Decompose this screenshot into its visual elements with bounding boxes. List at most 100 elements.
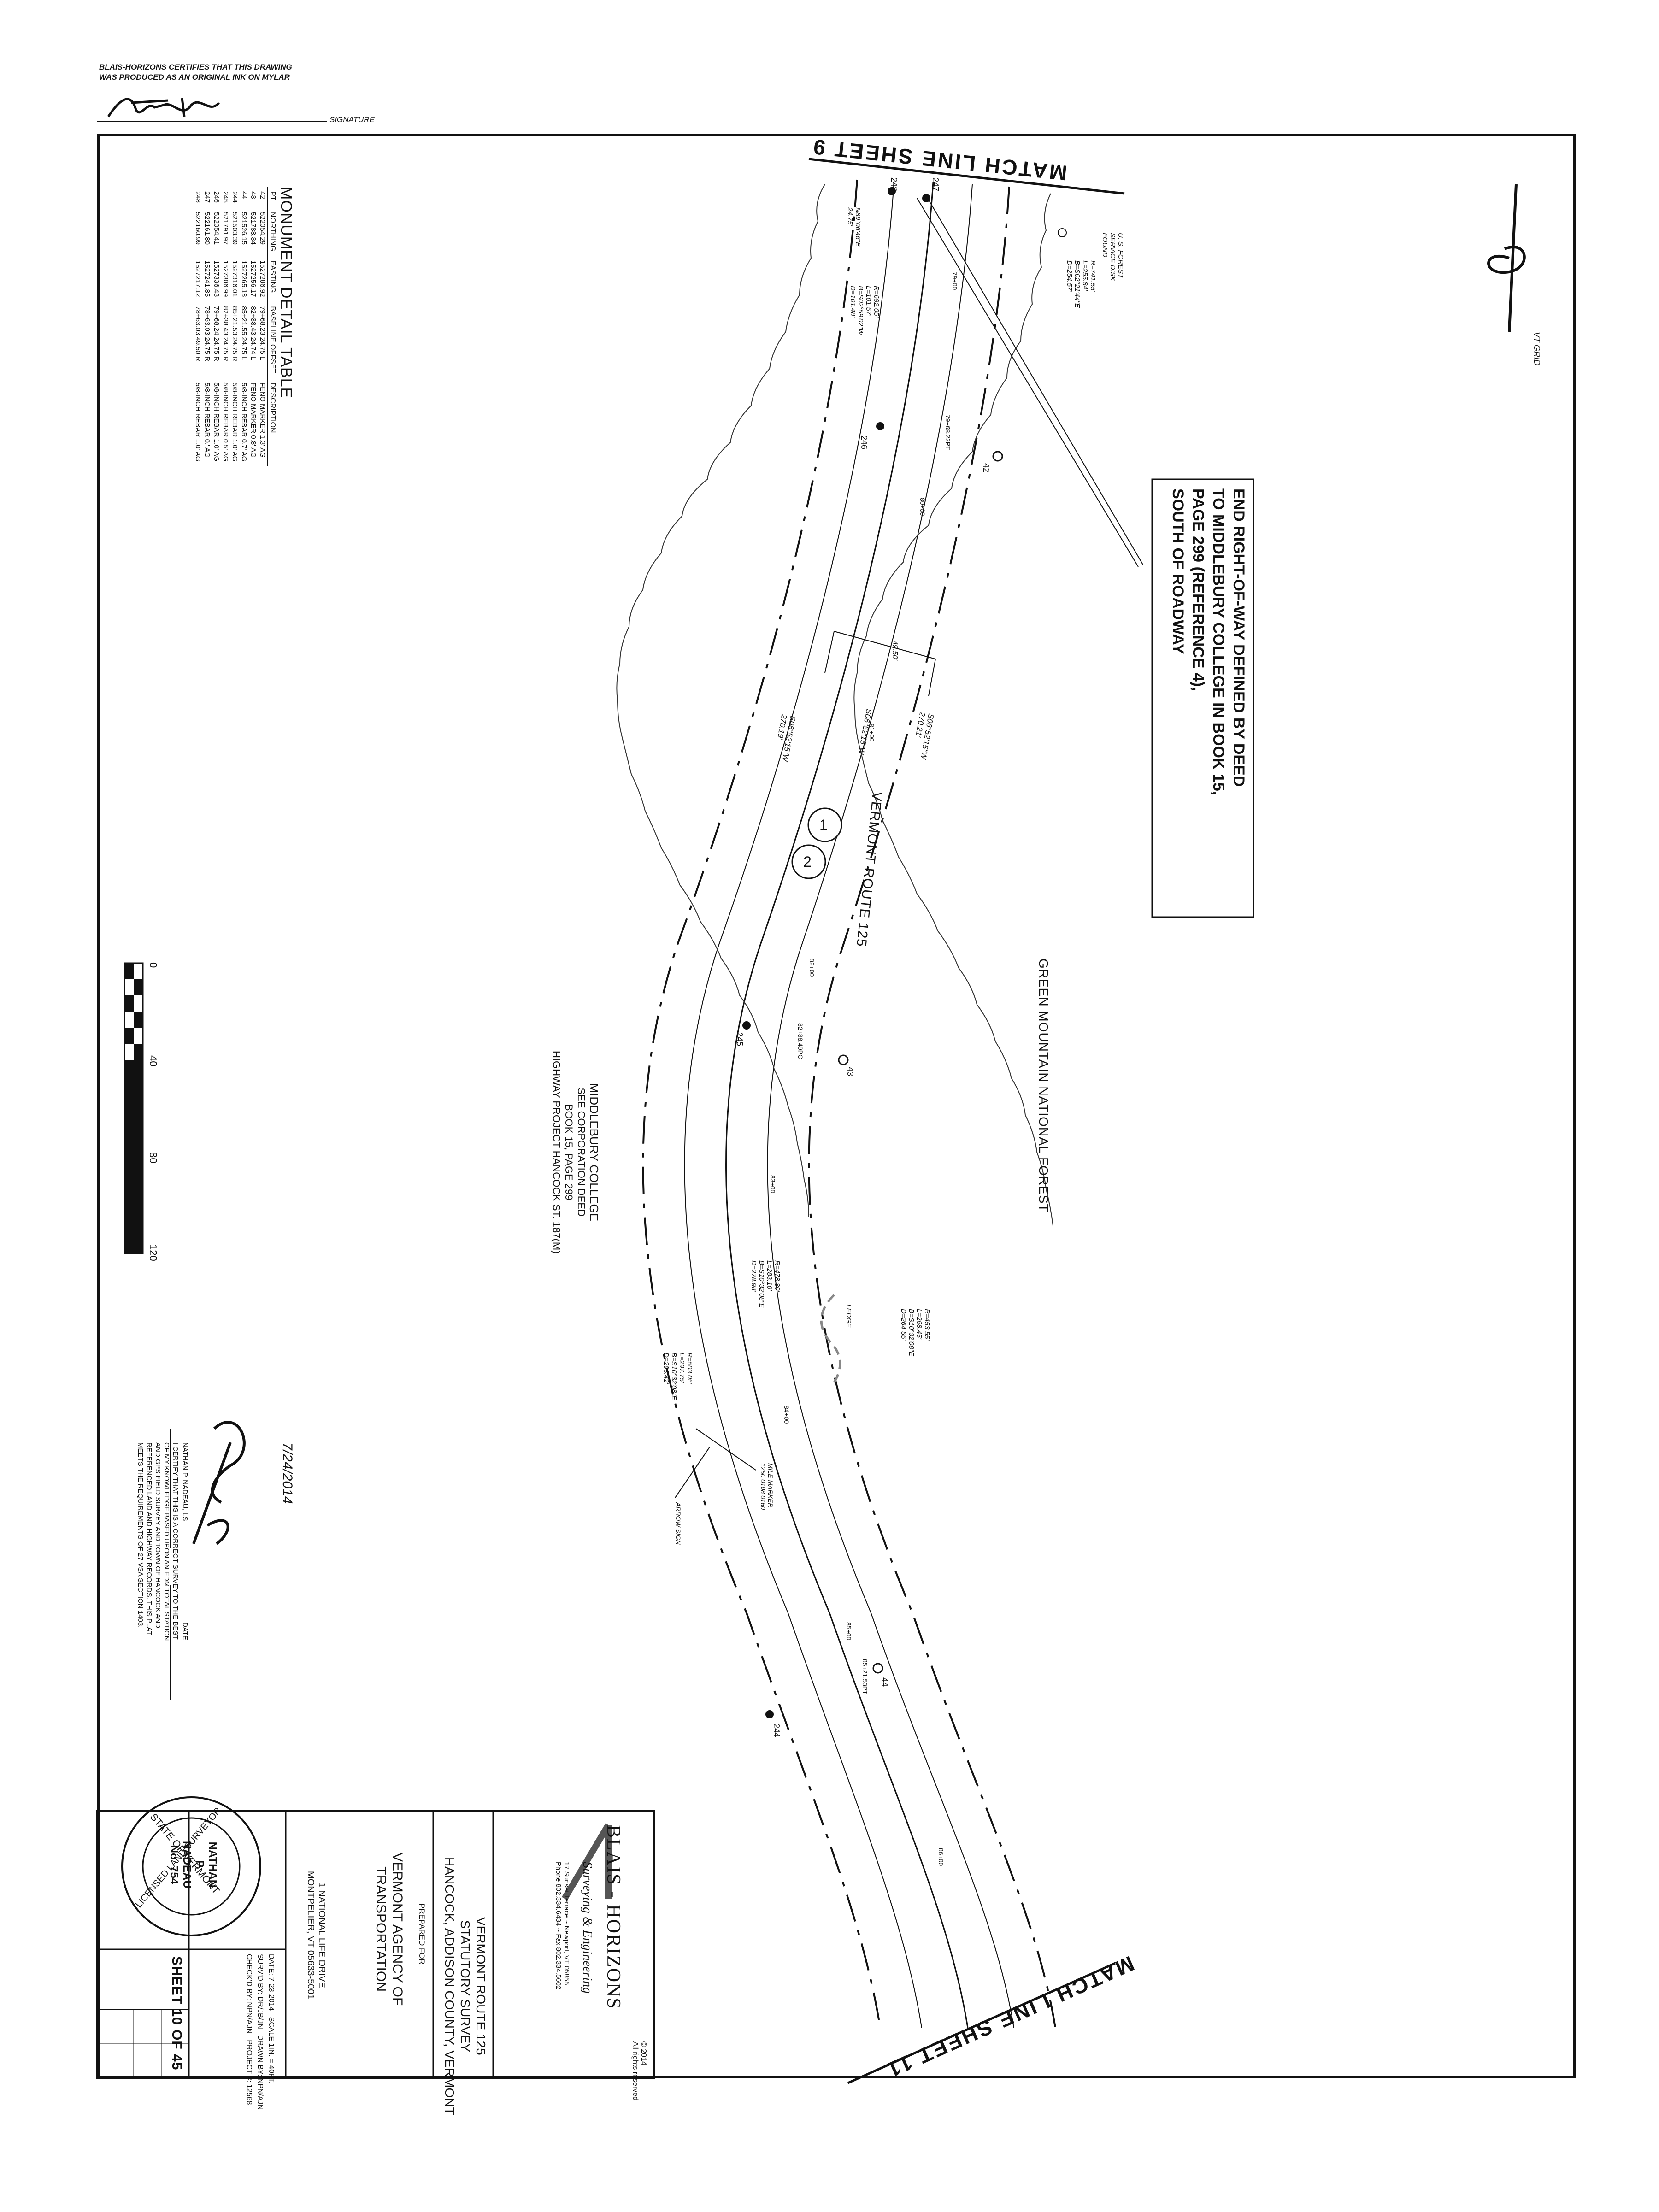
curve-mid-left-label: R=503.05' L=297.75' B=S10°32'08"E D=293.… bbox=[662, 1353, 694, 1400]
cert-date-value: 7/24/2014 bbox=[280, 1442, 295, 1504]
north-label: VT GRID bbox=[1532, 332, 1541, 366]
field-row: CHECK'D BY: NPN/AJN PROJECT #: 12568 bbox=[245, 1954, 253, 2105]
table-cell: 5/8-INCH REBAR 1.0' AG bbox=[194, 382, 202, 462]
monument-label: 44 bbox=[880, 1677, 889, 1687]
route-circle-2 bbox=[791, 844, 826, 879]
note-box bbox=[1151, 478, 1254, 918]
station-label: 79+00 bbox=[951, 272, 959, 290]
cert-statement: I CERTIFY THAT THIS IS A CORRECT SURVEY … bbox=[136, 1442, 179, 1641]
company-logo-icon bbox=[561, 1823, 612, 1900]
table-cell: 1527316.01 bbox=[231, 260, 239, 297]
monument-label: 248 bbox=[889, 177, 899, 192]
client-name: VERMONT AGENCY OF TRANSPORTATION bbox=[373, 1853, 405, 2006]
table-cell: 82+38.43 24.74 L bbox=[249, 306, 257, 360]
station-label: 80+00 bbox=[919, 498, 926, 516]
table-cell: 245 bbox=[222, 191, 229, 203]
table-cell: 247 bbox=[203, 191, 211, 203]
monument-247 bbox=[922, 194, 930, 202]
scale-bar bbox=[124, 962, 144, 1254]
table-cell: 522054.41 bbox=[212, 212, 220, 245]
table-cell: 1527241.85 bbox=[203, 260, 211, 297]
station-label: 82+38.49PC bbox=[797, 1023, 804, 1059]
monument-label: 245 bbox=[735, 1032, 744, 1047]
table-cell: 79+68.24 24.75 R bbox=[212, 306, 220, 362]
field-row: SURV'D BY: DR/JB/JN DRAWN BY: NPN/AJN bbox=[256, 1954, 264, 2110]
row-line-left bbox=[642, 179, 881, 2028]
title-fields: DATE: 7-23-2014 SCALE 1IN. = 40FT. SURV'… bbox=[243, 1954, 276, 2110]
monument-label: 244 bbox=[772, 1724, 781, 1738]
row-note: END RIGHT-OF-WAY DEFINED BY DEED TO MIDD… bbox=[1169, 488, 1247, 796]
width-dimension: 49.50' bbox=[891, 641, 899, 661]
table-cell: 521526.15 bbox=[240, 212, 248, 245]
ledge-label: LEDGE bbox=[845, 1304, 853, 1328]
table-cell: 79+68.23 24.75 L bbox=[259, 306, 266, 360]
project-title: VERMONT ROUTE 125 STATUTORY SURVEY HANCO… bbox=[442, 1857, 488, 2115]
table-cell: 5/8-INCH REBAR 1.0' AG bbox=[231, 382, 239, 462]
scale-label: 40 bbox=[147, 1055, 159, 1067]
monument-248 bbox=[888, 187, 896, 195]
table-cell: 244 bbox=[231, 191, 239, 203]
sheet-number: SHEET 10 OF 45 bbox=[169, 1956, 184, 2071]
cert-name: NATHAN P. NADEAU, LS bbox=[181, 1442, 189, 1521]
company-tagline: Surveying & Engineering bbox=[580, 1862, 594, 1994]
monument-table-grid: PT. NORTHING EASTING BASELINE OFFSET DES… bbox=[193, 187, 277, 466]
arrow-sign-label: ARROW SIGN bbox=[675, 1502, 682, 1545]
station-label: 82+00 bbox=[808, 959, 816, 977]
monument-44 bbox=[872, 1663, 883, 1674]
surveyor-seal bbox=[121, 1796, 261, 1936]
table-cell: 44 bbox=[240, 191, 248, 199]
client-address: 1 NATIONAL LIFE DRIVE MONTPELIER, VT 056… bbox=[306, 1871, 327, 2000]
monument-43 bbox=[838, 1054, 849, 1065]
mile-marker-label: MILE MARKER 1250 0108 0160 bbox=[759, 1463, 774, 1510]
table-cell: 85+21.55 24.75 L bbox=[240, 306, 248, 360]
prepared-for: PREPARED FOR bbox=[418, 1903, 426, 1965]
middlebury-label: MIDDLEBURY COLLEGE SEE CORPORATION DEED … bbox=[551, 1051, 601, 1254]
mylar-certification: BLAIS-HORIZONS CERTIFIES THAT THIS DRAWI… bbox=[99, 63, 292, 82]
tree-line-right bbox=[853, 193, 1053, 1226]
table-cell: 1527256.17 bbox=[249, 260, 257, 297]
table-cell: 1527306.99 bbox=[222, 260, 229, 297]
table-cell: 248 bbox=[194, 191, 202, 203]
title-block-frame bbox=[96, 1810, 655, 2079]
monument-245 bbox=[742, 1021, 751, 1030]
signature-line bbox=[97, 121, 327, 122]
table-cell: 1527336.43 bbox=[212, 260, 220, 297]
table-cell: 5/8-INCH REBAR 0.7' AG bbox=[240, 382, 248, 462]
scale-label: 80 bbox=[147, 1152, 159, 1164]
match-line-bottom bbox=[847, 1962, 1116, 2084]
station-label: 85+00 bbox=[845, 1622, 853, 1641]
route-circle-1 bbox=[807, 807, 842, 842]
field-row: DATE: 7-23-2014 SCALE 1IN. = 40FT. bbox=[267, 1954, 275, 2084]
copyright: © 2014 All rights reserved bbox=[631, 2041, 647, 2101]
curve-left-label: R=692.05' L=101.57' B=S02°59'02"W D=101.… bbox=[849, 286, 880, 335]
table-cell: 246 bbox=[212, 191, 220, 203]
table-cell: 5/8-INCH REBAR 1.0' AG bbox=[212, 382, 220, 462]
signature-label: SIGNATURE bbox=[329, 115, 375, 124]
curve-top-label: R=741.55' L=255.84' B=S02°21'44"E D=254.… bbox=[1065, 260, 1097, 308]
cert-date-label: DATE bbox=[181, 1622, 189, 1640]
scale-label: 120 bbox=[147, 1244, 159, 1261]
monument-label: 246 bbox=[859, 435, 869, 450]
route-circle-1-label: 1 bbox=[819, 817, 828, 833]
table-cell: 521791.97 bbox=[222, 212, 229, 245]
forest-label: GREEN MOUNTAIN NATIONAL FOREST bbox=[1036, 959, 1051, 1212]
table-cell: FENO MARKER 0.8' AG bbox=[249, 382, 257, 458]
tree-line-left bbox=[616, 184, 825, 1217]
table-cell: 522160.99 bbox=[194, 212, 202, 245]
table-cell: 1527286.92 bbox=[259, 260, 266, 297]
table-cell: 42 bbox=[259, 191, 266, 199]
usfs-disk-label: U. S. FOREST SERVICE DISK FOUND bbox=[1101, 233, 1124, 281]
table-cell: 5/8-INCH REBAR 0.' AG bbox=[203, 382, 211, 458]
signature-mark bbox=[107, 98, 220, 118]
table-cell: 521503.39 bbox=[231, 212, 239, 245]
route-circle-2-label: 2 bbox=[803, 853, 812, 870]
station-label: 79+68.23PT bbox=[944, 415, 952, 450]
road-edge-right bbox=[767, 184, 1014, 2028]
